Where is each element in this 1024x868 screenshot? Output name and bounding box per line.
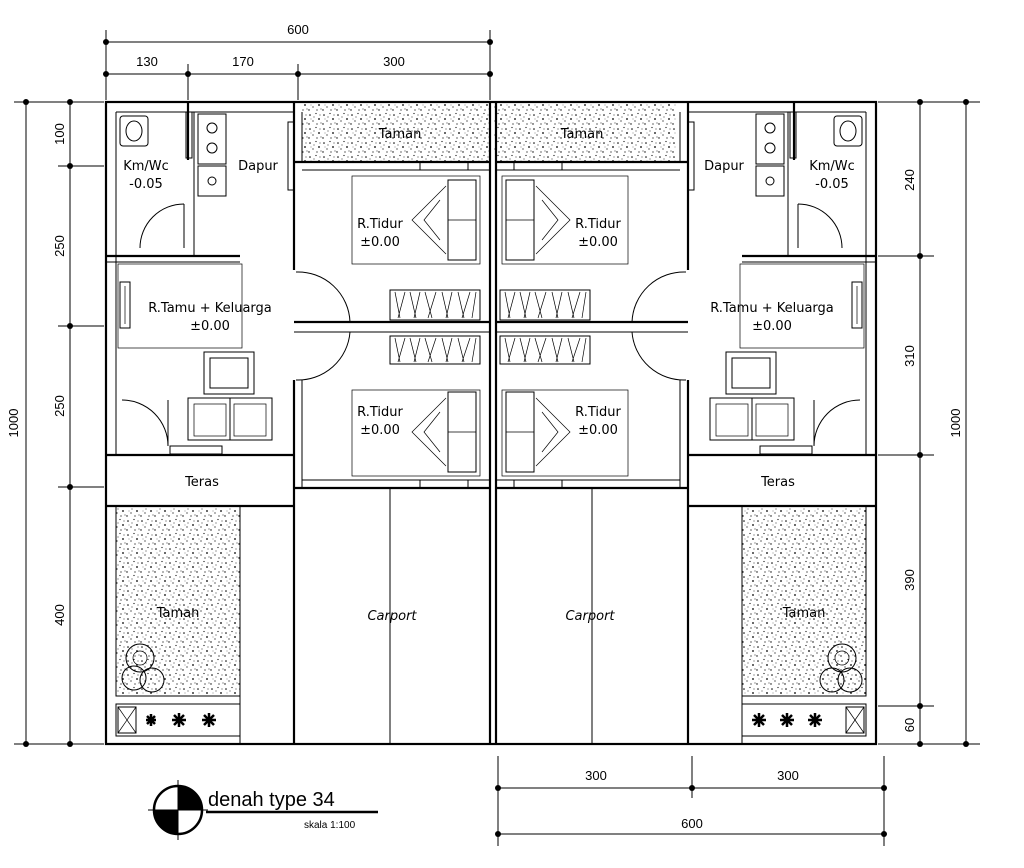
level-kmwc-left: -0.05 xyxy=(129,177,163,192)
dim-right-a: 240 xyxy=(902,169,917,191)
level-kmwc-right: -0.05 xyxy=(815,177,849,192)
label-taman-top-right: Taman xyxy=(560,127,604,142)
label-dapur-right: Dapur xyxy=(704,159,744,174)
stove-left-icon xyxy=(197,113,227,165)
label-tidur-bl: R.Tidur xyxy=(357,405,403,420)
dim-left xyxy=(14,99,104,747)
door-kmwc-right xyxy=(797,203,843,249)
label-taman-bottom-left: Taman xyxy=(156,606,200,621)
label-tidur-tr: R.Tidur xyxy=(575,217,621,232)
sink-left-icon xyxy=(197,165,227,197)
door-kmwc-left xyxy=(139,203,185,249)
label-teras-right: Teras xyxy=(760,475,795,490)
bed-top-right-icon xyxy=(501,175,629,265)
garden-top-left-fill xyxy=(302,104,490,161)
label-kmwc-left: Km/Wc xyxy=(123,159,169,174)
dim-bottom xyxy=(495,756,887,846)
toilet-left-icon xyxy=(119,115,149,147)
sink-right-icon xyxy=(755,165,785,197)
dim-bottom-total: 600 xyxy=(681,816,703,831)
door-bedroom-top-left xyxy=(295,271,351,381)
label-carport-left: Carport xyxy=(367,609,417,624)
dim-left-a: 100 xyxy=(52,123,67,145)
dim-bottom-a: 300 xyxy=(585,768,607,783)
level-tidur-tr: ±0.00 xyxy=(578,235,618,250)
living-furniture-left xyxy=(117,263,273,441)
label-tamu-left: R.Tamu + Keluarga xyxy=(148,301,272,316)
dim-right xyxy=(878,99,980,747)
palms-left-icon xyxy=(146,713,216,727)
dim-right-d: 60 xyxy=(902,718,917,732)
palms-right-icon xyxy=(752,713,822,727)
label-tamu-right: R.Tamu + Keluarga xyxy=(710,301,834,316)
stove-right-icon xyxy=(755,113,785,165)
label-carport-right: Carport xyxy=(565,609,615,624)
shrub-right-icon xyxy=(819,643,863,693)
dim-left-d: 400 xyxy=(52,604,67,626)
label-taman-top-left: Taman xyxy=(378,127,422,142)
dim-left-b: 250 xyxy=(52,235,67,257)
dim-right-b: 310 xyxy=(902,345,917,367)
dim-left-c: 250 xyxy=(52,395,67,417)
north-symbol-icon xyxy=(148,780,208,840)
plan-scale: skala 1:100 xyxy=(304,820,356,831)
wardrobe-left-icon xyxy=(389,289,481,365)
dim-top-total: 600 xyxy=(287,22,309,37)
dim-top-a: 130 xyxy=(136,54,158,69)
label-taman-bottom-right: Taman xyxy=(782,606,826,621)
dim-top xyxy=(103,30,493,100)
garden-top-right-fill xyxy=(494,104,676,161)
dim-top-b: 170 xyxy=(232,54,254,69)
label-teras-left: Teras xyxy=(184,475,219,490)
level-tidur-tl: ±0.00 xyxy=(360,235,400,250)
garden-bottom-left-fill xyxy=(116,508,240,694)
toilet-right-icon xyxy=(833,115,863,147)
level-tidur-bl: ±0.00 xyxy=(360,423,400,438)
dim-right-c: 390 xyxy=(902,569,917,591)
dim-left-total: 1000 xyxy=(6,409,21,438)
level-tidur-br: ±0.00 xyxy=(578,423,618,438)
bed-top-left-icon xyxy=(351,175,481,265)
door-bedroom-top-right xyxy=(631,271,687,381)
living-furniture-right xyxy=(709,263,865,441)
bed-bottom-left-icon xyxy=(351,389,481,477)
dim-top-c: 300 xyxy=(383,54,405,69)
level-tamu-right: ±0.00 xyxy=(752,319,792,334)
garden-bottom-right-fill xyxy=(742,508,866,694)
plan-title: denah type 34 xyxy=(208,789,335,811)
door-front-left xyxy=(121,399,169,447)
label-tidur-tl: R.Tidur xyxy=(357,217,403,232)
label-dapur-left: Dapur xyxy=(238,159,278,174)
shrub-left-icon xyxy=(121,643,165,693)
dim-right-total: 1000 xyxy=(948,409,963,438)
door-front-right xyxy=(813,399,861,447)
wardrobe-right-icon xyxy=(499,289,591,365)
label-kmwc-right: Km/Wc xyxy=(809,159,855,174)
bed-bottom-right-icon xyxy=(501,389,629,477)
label-tidur-br: R.Tidur xyxy=(575,405,621,420)
dim-bottom-b: 300 xyxy=(777,768,799,783)
level-tamu-left: ±0.00 xyxy=(190,319,230,334)
